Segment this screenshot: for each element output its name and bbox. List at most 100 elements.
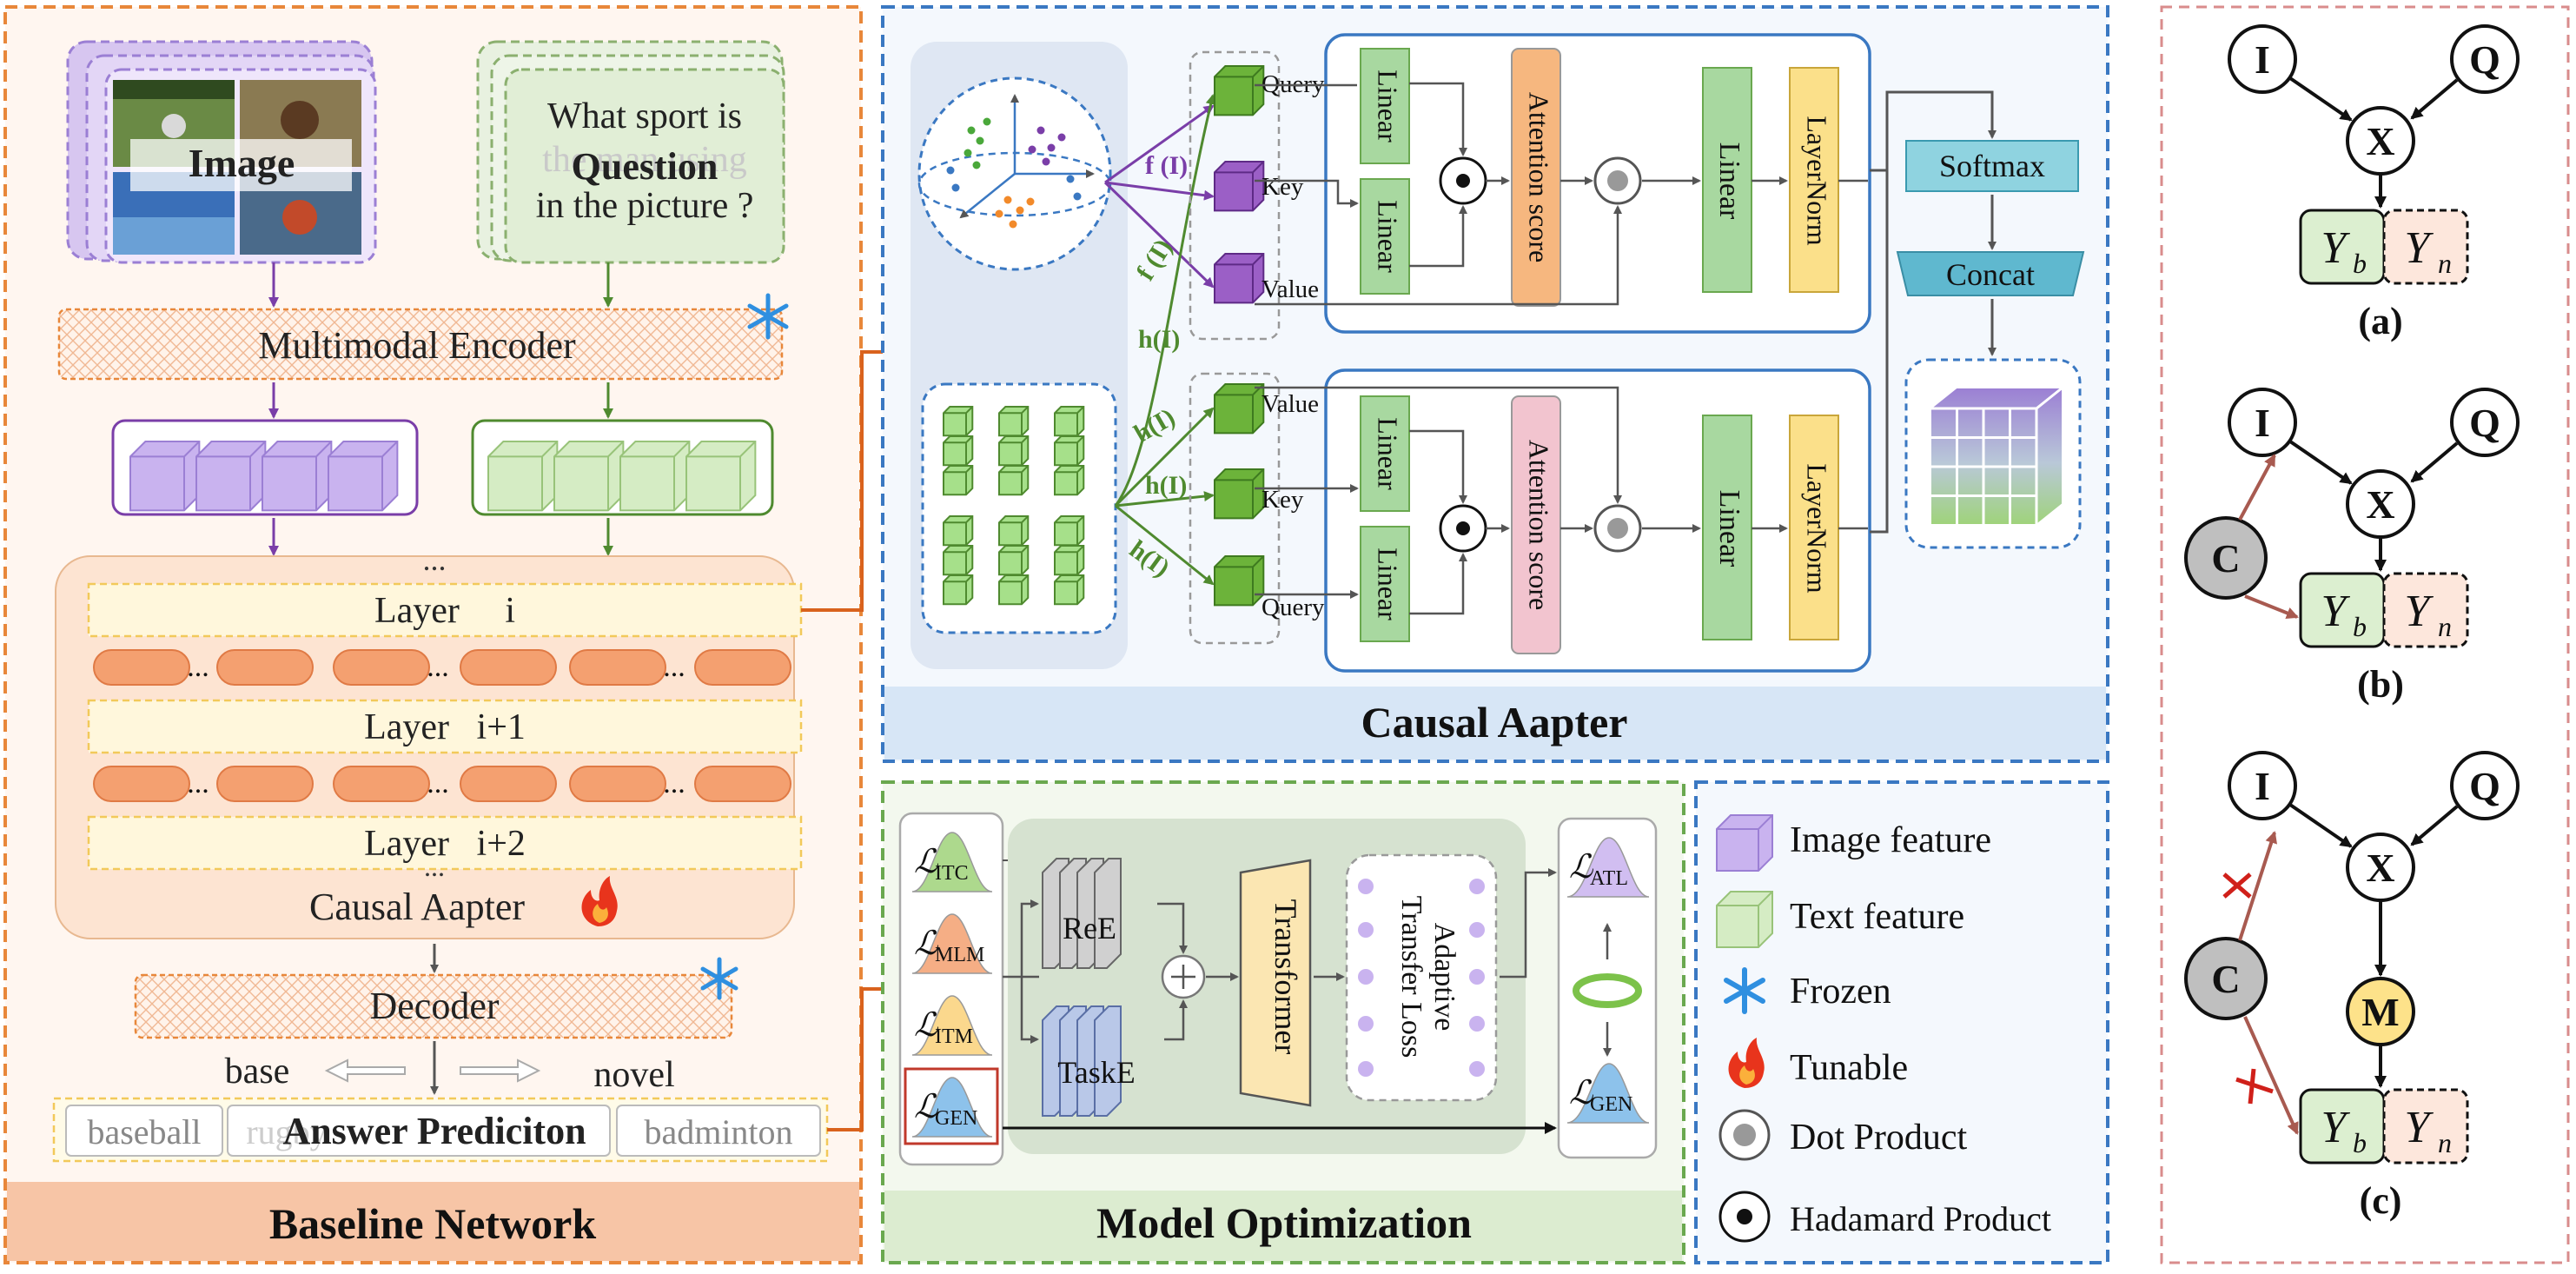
image-feature-cube — [195, 441, 267, 512]
image-feature-cube — [129, 441, 201, 512]
question-text-line2: the man using — [542, 140, 747, 180]
linear-label: Linear — [1373, 547, 1404, 620]
nn-node — [1358, 969, 1374, 985]
legend-text-feature-icon — [1716, 891, 1773, 948]
taske-label: TaskE — [1057, 1055, 1135, 1090]
layernorm-box — [1789, 415, 1839, 640]
graph-caption: (b) — [2357, 663, 2404, 706]
text-feature-cubes — [487, 441, 757, 512]
causal-adapter-caption: Causal Aapter — [309, 886, 525, 928]
nn-node — [1469, 1016, 1485, 1032]
svg-text:b: b — [2353, 1127, 2367, 1158]
bottom-query-cube — [1214, 555, 1265, 607]
token-cube — [1054, 515, 1085, 547]
linear-label: Linear — [1373, 417, 1404, 490]
image-input: Image — [66, 40, 377, 264]
layer-dots-bottom: ... — [424, 851, 445, 882]
transfer-cycle-icon — [1573, 923, 1642, 1057]
feature-point — [1016, 206, 1024, 215]
adapter-pill — [694, 649, 791, 686]
adapter-pill — [569, 766, 666, 802]
loss-column — [898, 812, 1004, 1166]
cut-mark-icon — [2235, 1068, 2274, 1105]
svg-text:Y: Y — [2405, 1103, 2434, 1152]
softmax-label: Softmax — [1939, 149, 2045, 183]
linear-box — [1360, 178, 1410, 295]
adapter-pills-row2: ......... — [93, 766, 791, 802]
multimodal-encoder — [57, 308, 784, 381]
node-c — [2184, 516, 2268, 600]
layernorm-label: LayerNorm — [1802, 116, 1833, 245]
output-loss-column — [1557, 817, 1658, 1159]
node-i-label: I — [2255, 401, 2270, 445]
token-cube — [1054, 545, 1085, 576]
feature-point — [1036, 126, 1045, 135]
node-i — [2228, 751, 2297, 820]
svg-text:Y: Y — [2321, 1103, 2351, 1152]
attention-score-box — [1511, 48, 1561, 307]
feature-point — [967, 126, 976, 135]
node-q — [2450, 751, 2520, 820]
node-x-label: X — [2366, 846, 2394, 890]
text-token-grid — [943, 406, 1085, 606]
feature-point — [1066, 175, 1075, 183]
top-query-cube — [1214, 65, 1265, 116]
node-c-label: C — [2211, 536, 2240, 581]
token-cube — [998, 574, 1030, 606]
nn-node — [1358, 1061, 1374, 1077]
text-feature-cube — [553, 441, 625, 512]
nn-node — [1358, 879, 1374, 894]
svg-text:b: b — [2353, 611, 2367, 642]
question-label: Question — [572, 145, 718, 188]
svg-text:ℒ: ℒ — [914, 926, 939, 962]
decoder — [134, 973, 733, 1039]
novel-arrow-icon — [460, 1058, 541, 1083]
top-value-cube — [1214, 253, 1265, 304]
decoder-frozen-icon — [700, 957, 738, 1000]
bottom-key-label: Key — [1262, 486, 1304, 514]
yn-node — [2382, 1088, 2469, 1165]
novel-label: novel — [593, 1055, 674, 1095]
feature-point — [1057, 133, 1066, 142]
tunable-flame-icon — [581, 876, 618, 926]
svg-text:ITC: ITC — [935, 862, 969, 885]
pill-dots: ... — [663, 651, 685, 683]
pill-dots: ... — [427, 767, 449, 800]
feature-point — [1026, 197, 1035, 206]
transformer-block — [1239, 859, 1312, 1107]
adapter-pill — [93, 649, 190, 686]
base-arrow-icon — [324, 1058, 406, 1083]
nn-node — [1469, 922, 1485, 938]
attention-score-label: Attention score — [1524, 92, 1555, 262]
transformer-label: Transformer — [1268, 899, 1303, 1055]
bottom-query-label: Query — [1262, 594, 1325, 621]
image-feature-cubes — [129, 441, 399, 512]
linear-box — [1360, 395, 1410, 512]
node-m-label: M — [2361, 990, 2399, 1034]
feature-point — [1047, 143, 1056, 152]
legend-panel: Image feature Text feature Frozen Tunabl… — [1694, 780, 2109, 1264]
linear-label: Linear — [1373, 70, 1404, 143]
question-text-line3: in the picture ? — [536, 186, 754, 226]
adaptive-transfer-loss-box — [1345, 853, 1498, 1102]
causal-adapter-panel: Causal Aapter f (I) f (I) h(I) h(I) h(I) — [881, 5, 2109, 763]
node-i-label: I — [2255, 764, 2270, 808]
feature-point — [1073, 192, 1082, 201]
layernorm-box — [1789, 67, 1839, 293]
feature-point — [964, 149, 972, 157]
linear-box — [1702, 67, 1752, 293]
pill-dots: ... — [663, 767, 685, 800]
token-cube — [943, 465, 974, 496]
svg-text:ℒ: ℒ — [914, 1007, 939, 1044]
pill-dots: ... — [187, 651, 209, 683]
base-label: base — [225, 1052, 290, 1092]
feature-point — [951, 183, 960, 192]
answer-badminton: badminton — [644, 1112, 792, 1151]
